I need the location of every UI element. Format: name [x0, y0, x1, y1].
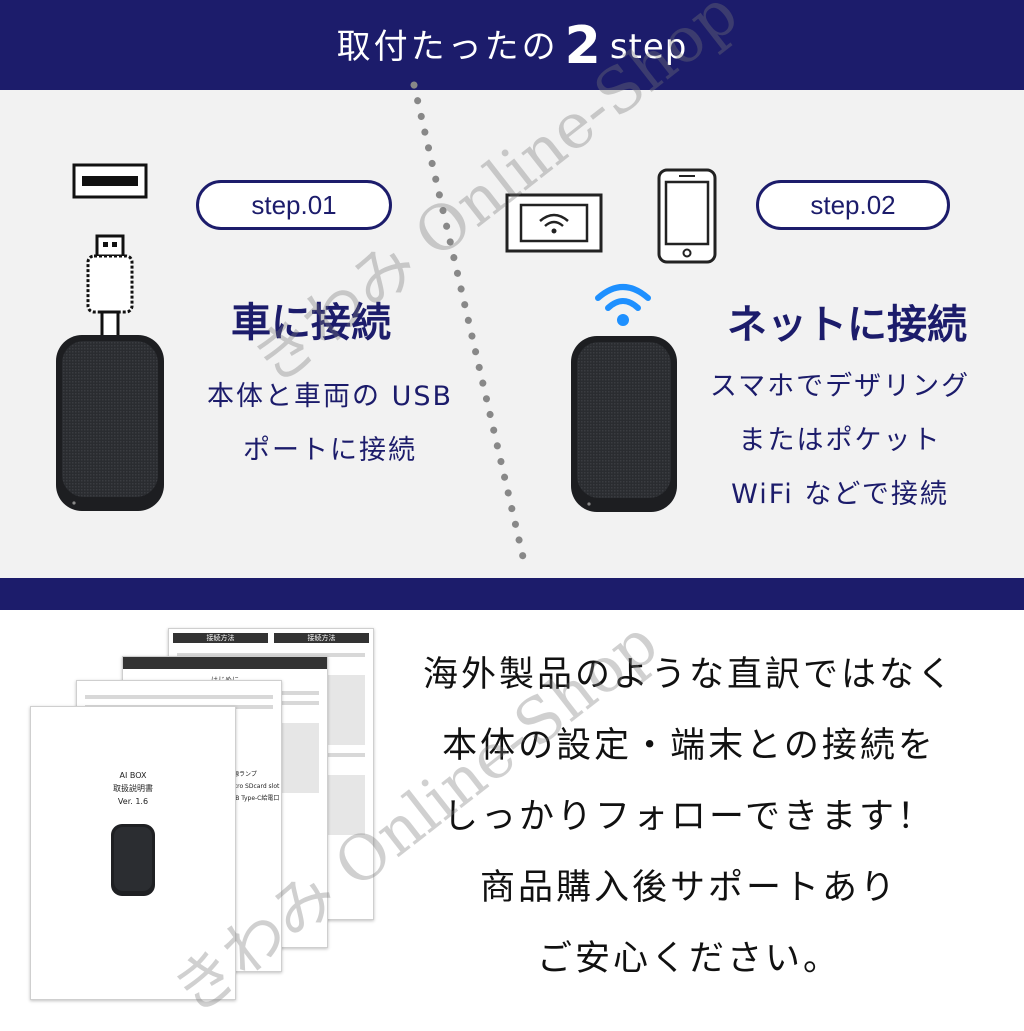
support-line: しっかりフォローできます！: [443, 797, 935, 837]
support-line: 本体の設定・端末との接続を: [442, 726, 936, 766]
manual-tab-label: 接続方法: [274, 633, 369, 643]
header-band: [0, 0, 1024, 90]
ai-box-device-image-2: [571, 336, 677, 512]
support-line: 海外製品のような直訳ではなく: [422, 655, 955, 695]
step-01-description: 本体と車両の USB ポートに接続: [180, 370, 480, 478]
dotted-divider: [410, 81, 530, 574]
step-02-heading: ネットに接続: [727, 302, 967, 348]
step-01-pill: step.01: [196, 180, 392, 230]
wifi-icon: [595, 284, 651, 326]
manual-device-image: [111, 824, 155, 896]
step-01-heading: 車に接続: [231, 300, 391, 346]
header-title-prefix: 取付たったの: [336, 27, 559, 67]
manual-label: USB Type-C給電口: [227, 795, 280, 802]
pocket-wifi-icon: [505, 193, 603, 253]
manual-label: Micro SDcard slot: [227, 783, 280, 790]
smartphone-icon: [657, 168, 717, 264]
manual-tab-label: 接続方法: [173, 633, 268, 643]
header-title-suffix: step: [609, 27, 688, 67]
step-02-desc-line: スマホでデザリング: [709, 371, 971, 402]
manual-label: 電源ランプ: [227, 771, 257, 778]
usb-cable-icon: [86, 234, 134, 342]
support-message: 海外製品のような直訳ではなく 本体の設定・端末との接続を しっかりフォローできま…: [386, 640, 992, 995]
step-02-description: スマホでデザリング またはポケット WiFi などで接続: [690, 360, 990, 522]
ai-box-device-image: [56, 335, 164, 511]
step-01-desc-line: 本体と車両の USB: [206, 381, 453, 412]
divider-band: [0, 578, 1024, 610]
step-02-desc-line: またはポケット: [738, 425, 942, 456]
support-line: 商品購入後サポートあり: [479, 868, 898, 908]
header-title-number: 2: [564, 16, 604, 76]
support-line: ご安心ください。: [536, 939, 841, 979]
step-02-pill: step.02: [756, 180, 950, 230]
manual-subtitle: 取扱説明書: [113, 784, 153, 793]
usb-port-icon: [72, 163, 148, 199]
manual-cover: AI BOX 取扱説明書 Ver. 1.6: [30, 706, 236, 1000]
step-01-desc-line: ポートに接続: [243, 435, 417, 466]
steps-panel: [0, 90, 1024, 580]
step-02-desc-line: WiFi などで接続: [731, 479, 949, 510]
manual-version: Ver. 1.6: [117, 797, 149, 806]
manual-title: AI BOX: [119, 771, 147, 780]
